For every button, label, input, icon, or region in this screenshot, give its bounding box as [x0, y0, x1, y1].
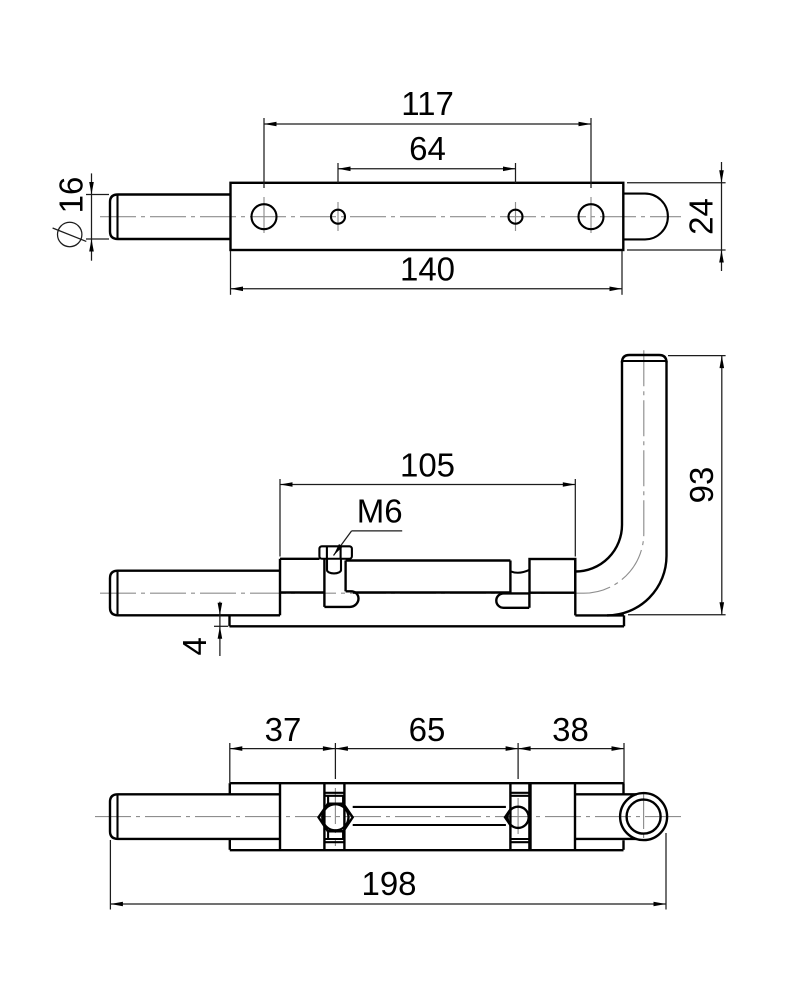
svg-text:38: 38	[552, 711, 589, 748]
svg-text:16: 16	[53, 177, 90, 214]
svg-text:M6: M6	[357, 493, 403, 530]
svg-text:24: 24	[683, 198, 720, 235]
svg-text:117: 117	[401, 85, 454, 122]
svg-text:4: 4	[176, 637, 213, 655]
svg-text:65: 65	[409, 711, 446, 748]
svg-text:198: 198	[361, 865, 416, 902]
svg-text:140: 140	[400, 251, 455, 288]
svg-text:105: 105	[400, 447, 455, 484]
svg-text:93: 93	[683, 467, 720, 504]
svg-text:37: 37	[265, 711, 302, 748]
svg-text:64: 64	[409, 130, 446, 167]
